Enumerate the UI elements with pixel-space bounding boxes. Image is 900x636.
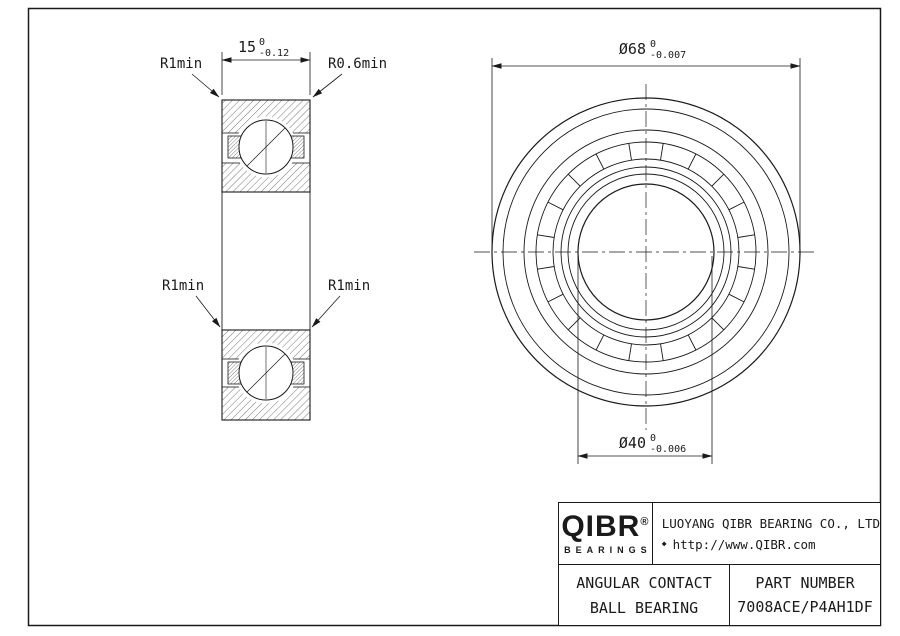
cage-outer-circle: [535, 141, 757, 363]
title-block-bottom-row: ANGULAR CONTACT BALL BEARING PART NUMBER…: [559, 565, 880, 625]
part-number-cell: PART NUMBER 7008ACE/P4AH1DF: [729, 565, 880, 625]
bore-dim-value: Ø40: [619, 434, 646, 452]
width-dim-value: 15: [238, 38, 256, 56]
title-block-top-row: QIBR® BEARINGS LUOYANG QIBR BEARING CO.,…: [559, 503, 880, 565]
r1min-mid-left-label: R1min: [162, 278, 204, 294]
r06min-top-right-label: R0.6min: [328, 56, 387, 72]
company-name: LUOYANG QIBR BEARING CO., LTD: [661, 515, 880, 531]
logo-subtitle: BEARINGS: [564, 545, 652, 555]
r1min-mid-right-label: R1min: [328, 278, 370, 294]
company-website: ◆ http://www.QIBR.com: [662, 537, 880, 552]
title-block: QIBR® BEARINGS LUOYANG QIBR BEARING CO.,…: [558, 502, 881, 626]
od-dim-tol-upper: 0: [650, 39, 656, 50]
width-dimension: 15 0 -0.12: [221, 37, 311, 95]
website-url: http://www.QIBR.com: [672, 536, 816, 552]
section-top-half: [221, 99, 311, 193]
product-type-line1: ANGULAR CONTACT: [576, 573, 712, 592]
registered-trademark-icon: ®: [640, 516, 650, 528]
cage-inner-circle: [552, 158, 740, 346]
width-dim-tol-upper: 0: [259, 37, 265, 48]
bore-circle: [577, 183, 715, 321]
company-logo: QIBR® BEARINGS: [559, 503, 652, 564]
diamond-bullet-icon: ◆: [661, 539, 667, 548]
logo-text: QIBR: [561, 510, 641, 543]
outer-diameter-dimension: Ø68 0 -0.007: [491, 39, 801, 246]
r1min-top-left-label: R1min: [160, 56, 202, 72]
product-type-line2: BALL BEARING: [589, 598, 699, 617]
width-dim-tol-lower: -0.12: [259, 48, 289, 59]
cage-segments: [537, 143, 755, 361]
section-bottom-half: [221, 329, 311, 421]
part-number-value: 7008ACE/P4AH1DF: [737, 598, 873, 616]
radius-labels: R1min R0.6min R1min R1min: [160, 56, 387, 328]
inner-chamfer-circle: [567, 173, 725, 331]
bore-dim-tol-upper: 0: [650, 433, 656, 444]
od-dim-tol-lower: -0.007: [650, 50, 686, 61]
outer-chamfer-circle: [502, 108, 790, 396]
section-view: 15 0 -0.12 R1min R0.6min R1min R1min: [160, 37, 387, 421]
company-info-cell: LUOYANG QIBR BEARING CO., LTD ◆ http://w…: [651, 503, 880, 564]
outer-diameter-circle: [491, 97, 801, 407]
part-number-label: PART NUMBER: [755, 574, 855, 592]
inner-ring-shoulder-circle: [560, 166, 732, 338]
outer-ring-inner-circle: [523, 129, 769, 375]
product-type-cell: ANGULAR CONTACT BALL BEARING: [559, 565, 729, 625]
bore-diameter-dimension: Ø40 0 -0.006: [577, 256, 713, 464]
od-dim-value: Ø68: [619, 40, 646, 58]
front-view: Ø68 0 -0.007 Ø40 0 -0.006: [474, 39, 818, 464]
logo-wordmark: QIBR®: [561, 512, 649, 542]
bore-dim-tol-lower: -0.006: [650, 444, 686, 455]
